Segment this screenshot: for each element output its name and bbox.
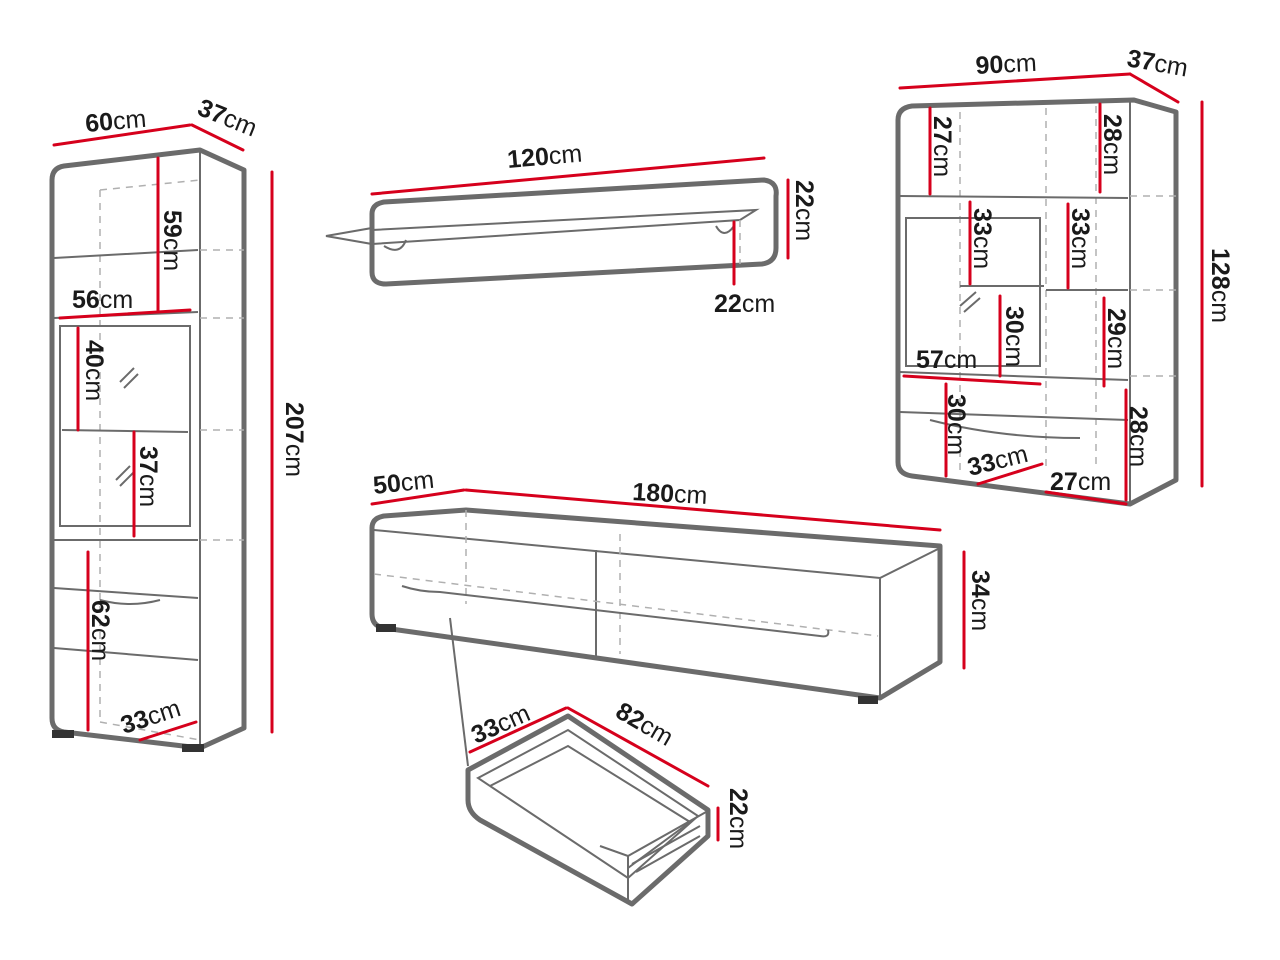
label-bottom-right: 28cm bbox=[1124, 406, 1152, 467]
wall-shelf: 120cm 22cm 22cm bbox=[325, 140, 818, 318]
label-top-left: 27cm bbox=[928, 116, 956, 177]
label-shelf-depth: 22cm bbox=[714, 290, 775, 318]
label-tall-glass-width: 56cm bbox=[72, 286, 133, 314]
dim-line-drawer-depth bbox=[468, 706, 568, 754]
label-tall-height: 207cm bbox=[280, 402, 308, 477]
label-shelf-height: 22cm bbox=[790, 180, 818, 241]
label-tall-bottom-section: 62cm bbox=[86, 600, 114, 661]
label-mid-left: 33cm bbox=[968, 208, 996, 269]
dim-line-tv-depth bbox=[370, 488, 466, 506]
label-tall-depth: 37cm bbox=[194, 94, 261, 143]
label-display-height: 128cm bbox=[1206, 248, 1234, 323]
label-tv-width: 180cm bbox=[632, 478, 708, 510]
label-tv-depth: 50cm bbox=[372, 466, 436, 500]
label-display-glass-width: 57cm bbox=[916, 346, 977, 374]
dim-line-width bbox=[52, 123, 192, 147]
label-right-width: 27cm bbox=[1050, 468, 1111, 496]
dim-line-tv-width bbox=[464, 488, 942, 532]
label-top-right: 28cm bbox=[1098, 114, 1126, 175]
label-display-width: 90cm bbox=[975, 49, 1038, 80]
dim-line-glass-width bbox=[902, 374, 1042, 386]
label-bottom-left: 30cm bbox=[942, 394, 970, 455]
tall-cabinet: 60cm 37cm 207cm 59cm 56cm 40cm 37cm 62cm… bbox=[49, 94, 308, 752]
dim-line-shelf-width bbox=[370, 156, 766, 196]
dim-line-right-width bbox=[1044, 490, 1128, 506]
dim-line-drawer-width bbox=[566, 706, 710, 788]
label-inner-glass: 30cm bbox=[1000, 306, 1028, 367]
label-mid-right: 33cm bbox=[1066, 208, 1094, 269]
dim-line-inner-depth bbox=[138, 720, 198, 742]
label-drawer-height: 22cm bbox=[724, 788, 752, 849]
label-display-inner-depth: 33cm bbox=[965, 440, 1031, 482]
dim-line-glass-width bbox=[58, 308, 192, 320]
dim-line-display-width bbox=[898, 72, 1132, 90]
display-cabinet: 90cm 37cm 128cm 27cm 28cm 33cm 33cm 30cm… bbox=[895, 44, 1234, 507]
label-tall-inner-depth: 33cm bbox=[117, 694, 184, 740]
dim-line-inner-depth bbox=[976, 462, 1044, 486]
dim-line-display-depth bbox=[1128, 72, 1180, 104]
label-tv-height: 34cm bbox=[966, 570, 994, 631]
label-right-lower: 29cm bbox=[1102, 308, 1130, 369]
label-shelf-width: 120cm bbox=[506, 140, 583, 174]
label-tall-width: 60cm bbox=[84, 105, 147, 138]
label-drawer-width: 82cm bbox=[611, 697, 678, 752]
label-display-depth: 37cm bbox=[1125, 44, 1190, 82]
label-tall-glass-lower: 37cm bbox=[134, 446, 162, 507]
label-tall-glass-upper: 40cm bbox=[80, 340, 108, 401]
label-tall-top-section: 59cm bbox=[158, 210, 186, 271]
tv-stand: 50cm 180cm 34cm bbox=[369, 466, 994, 704]
dim-line-depth bbox=[190, 123, 245, 152]
